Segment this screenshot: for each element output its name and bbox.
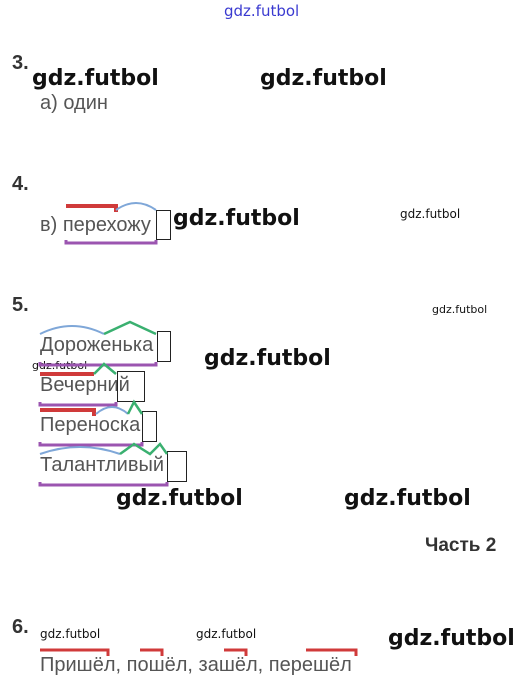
ending-box (117, 371, 145, 402)
watermark: gdz.futbol (40, 627, 101, 641)
task-5-word-1: Дороженька (40, 334, 154, 356)
watermark: gdz.futbol (344, 486, 471, 511)
ending-box (157, 331, 171, 362)
watermark: gdz.futbol (173, 206, 300, 231)
task-4-number: 4. (12, 173, 29, 195)
task-4-answer: в) перехожу (40, 214, 151, 236)
watermark: gdz.futbol (32, 66, 159, 91)
task-3-answer: а) один (40, 92, 108, 114)
watermark: gdz.futbol (116, 486, 243, 511)
task-5-word-3: Переноска (40, 414, 141, 436)
task-6-number: 6. (12, 616, 29, 638)
task-6-answer: Пришёл, пошёл, зашёл, перешёл (40, 654, 352, 676)
ending-box (142, 411, 157, 442)
ending-box (156, 210, 171, 240)
watermark: gdz.futbol (432, 303, 488, 316)
watermark: gdz.futbol (388, 626, 515, 651)
watermark-top: gdz.futbol (224, 2, 300, 20)
watermark: gdz.futbol (260, 66, 387, 91)
ending-box (167, 451, 187, 482)
task-5-word-4: Талантливый (40, 454, 165, 476)
watermark: gdz.futbol (32, 359, 88, 372)
section-title: Часть 2 (425, 535, 497, 556)
watermark: gdz.futbol (204, 346, 331, 371)
watermark: gdz.futbol (196, 627, 257, 641)
task-3-number: 3. (12, 52, 29, 74)
task-5-word-2: Вечерний (40, 374, 130, 396)
task-5-number: 5. (12, 294, 29, 316)
watermark: gdz.futbol (400, 207, 461, 221)
